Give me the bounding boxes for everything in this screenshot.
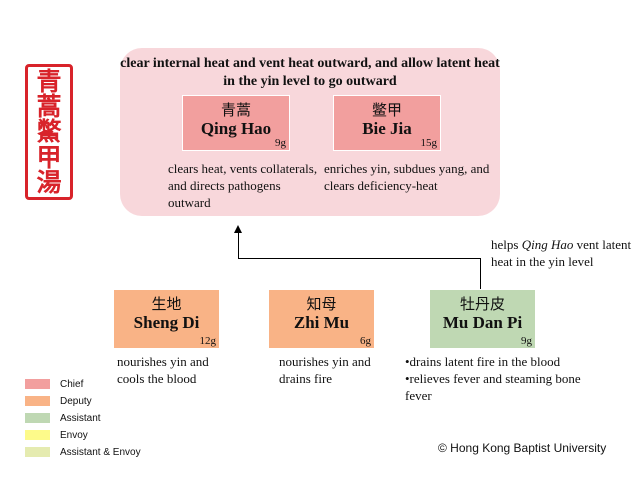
description-bullet: •relieves fever and steaming bone fever <box>405 371 581 403</box>
seal-char: 鱉 <box>36 117 62 147</box>
herb-description-mu-dan-pi: •drains latent fire in the blood •reliev… <box>405 353 595 404</box>
herb-chinese-name: 生地 <box>151 295 182 313</box>
herb-pinyin: Bie Jia <box>362 119 412 138</box>
connector-line-vertical <box>480 258 481 289</box>
formula-name-seal: 青 蒿 鱉 甲 湯 <box>25 64 73 200</box>
herb-description-bie-jia: enriches yin, subdues yang, and clears d… <box>324 161 490 193</box>
legend-item-envoy: Envoy <box>25 429 88 441</box>
herb-pinyin: Zhi Mu <box>293 313 350 332</box>
connector-note-herb: Qing Hao <box>521 237 574 252</box>
seal-char: 湯 <box>36 167 62 197</box>
herb-description-zhi-mu: nourishes yin and drains fire <box>279 354 371 386</box>
legend-swatch <box>25 413 50 423</box>
herb-box-qing-hao: 青蒿 Qing Hao 9g <box>182 95 290 151</box>
herb-dose: 9g <box>275 137 286 149</box>
legend-swatch <box>25 447 50 457</box>
seal-char: 蒿 <box>36 92 62 122</box>
connector-arrow-shaft <box>238 232 239 259</box>
legend-label: Assistant <box>60 412 101 424</box>
herb-pinyin: Sheng Di <box>133 313 200 332</box>
herb-chinese-name: 知母 <box>306 295 337 313</box>
herb-dose: 6g <box>360 335 371 347</box>
legend-swatch <box>25 430 50 440</box>
connector-note-text: vent latent heat in the yin level <box>491 237 632 269</box>
legend-item-chief: Chief <box>25 378 83 390</box>
copyright-notice: © Hong Kong Baptist University <box>438 441 607 455</box>
legend-label: Assistant & Envoy <box>60 446 141 458</box>
connector-line-horizontal <box>238 258 481 259</box>
legend-swatch <box>25 396 50 406</box>
herb-box-mu-dan-pi: 牡丹皮 Mu Dan Pi 9g <box>429 289 536 349</box>
herb-box-sheng-di: 生地 Sheng Di 12g <box>113 289 220 349</box>
connector-note: helps Qing Hao vent latent heat in the y… <box>491 236 636 270</box>
description-bullet: •drains latent fire in the blood <box>405 354 561 369</box>
legend-label: Deputy <box>60 395 92 407</box>
legend-item-deputy: Deputy <box>25 395 92 407</box>
connector-arrowhead <box>234 225 242 233</box>
herb-chinese-name: 鳖甲 <box>371 101 402 119</box>
chief-panel-title: clear internal heat and vent heat outwar… <box>120 56 500 89</box>
herb-dose: 15g <box>420 137 438 149</box>
herb-box-zhi-mu: 知母 Zhi Mu 6g <box>268 289 375 349</box>
connector-note-text: helps <box>491 237 522 252</box>
seal-char: 甲 <box>36 142 62 172</box>
herb-description-qing-hao: clears heat, vents collaterals, and dire… <box>168 161 318 210</box>
herb-description-sheng-di: nourishes yin and cools the blood <box>117 354 209 386</box>
legend-label: Chief <box>60 378 84 390</box>
herb-chinese-name: 牡丹皮 <box>459 295 505 313</box>
legend-item-assistant-envoy: Assistant & Envoy <box>25 446 141 458</box>
seal-char: 青 <box>36 67 62 97</box>
herb-dose: 9g <box>521 335 532 347</box>
herb-pinyin: Qing Hao <box>200 119 272 138</box>
herb-chinese-name: 青蒿 <box>220 101 251 119</box>
legend-item-assistant: Assistant <box>25 412 101 424</box>
herb-box-bie-jia: 鳖甲 Bie Jia 15g <box>333 95 441 151</box>
legend-swatch <box>25 379 50 389</box>
herb-dose: 12g <box>199 335 217 347</box>
legend-label: Envoy <box>60 429 88 441</box>
herb-pinyin: Mu Dan Pi <box>442 313 523 332</box>
